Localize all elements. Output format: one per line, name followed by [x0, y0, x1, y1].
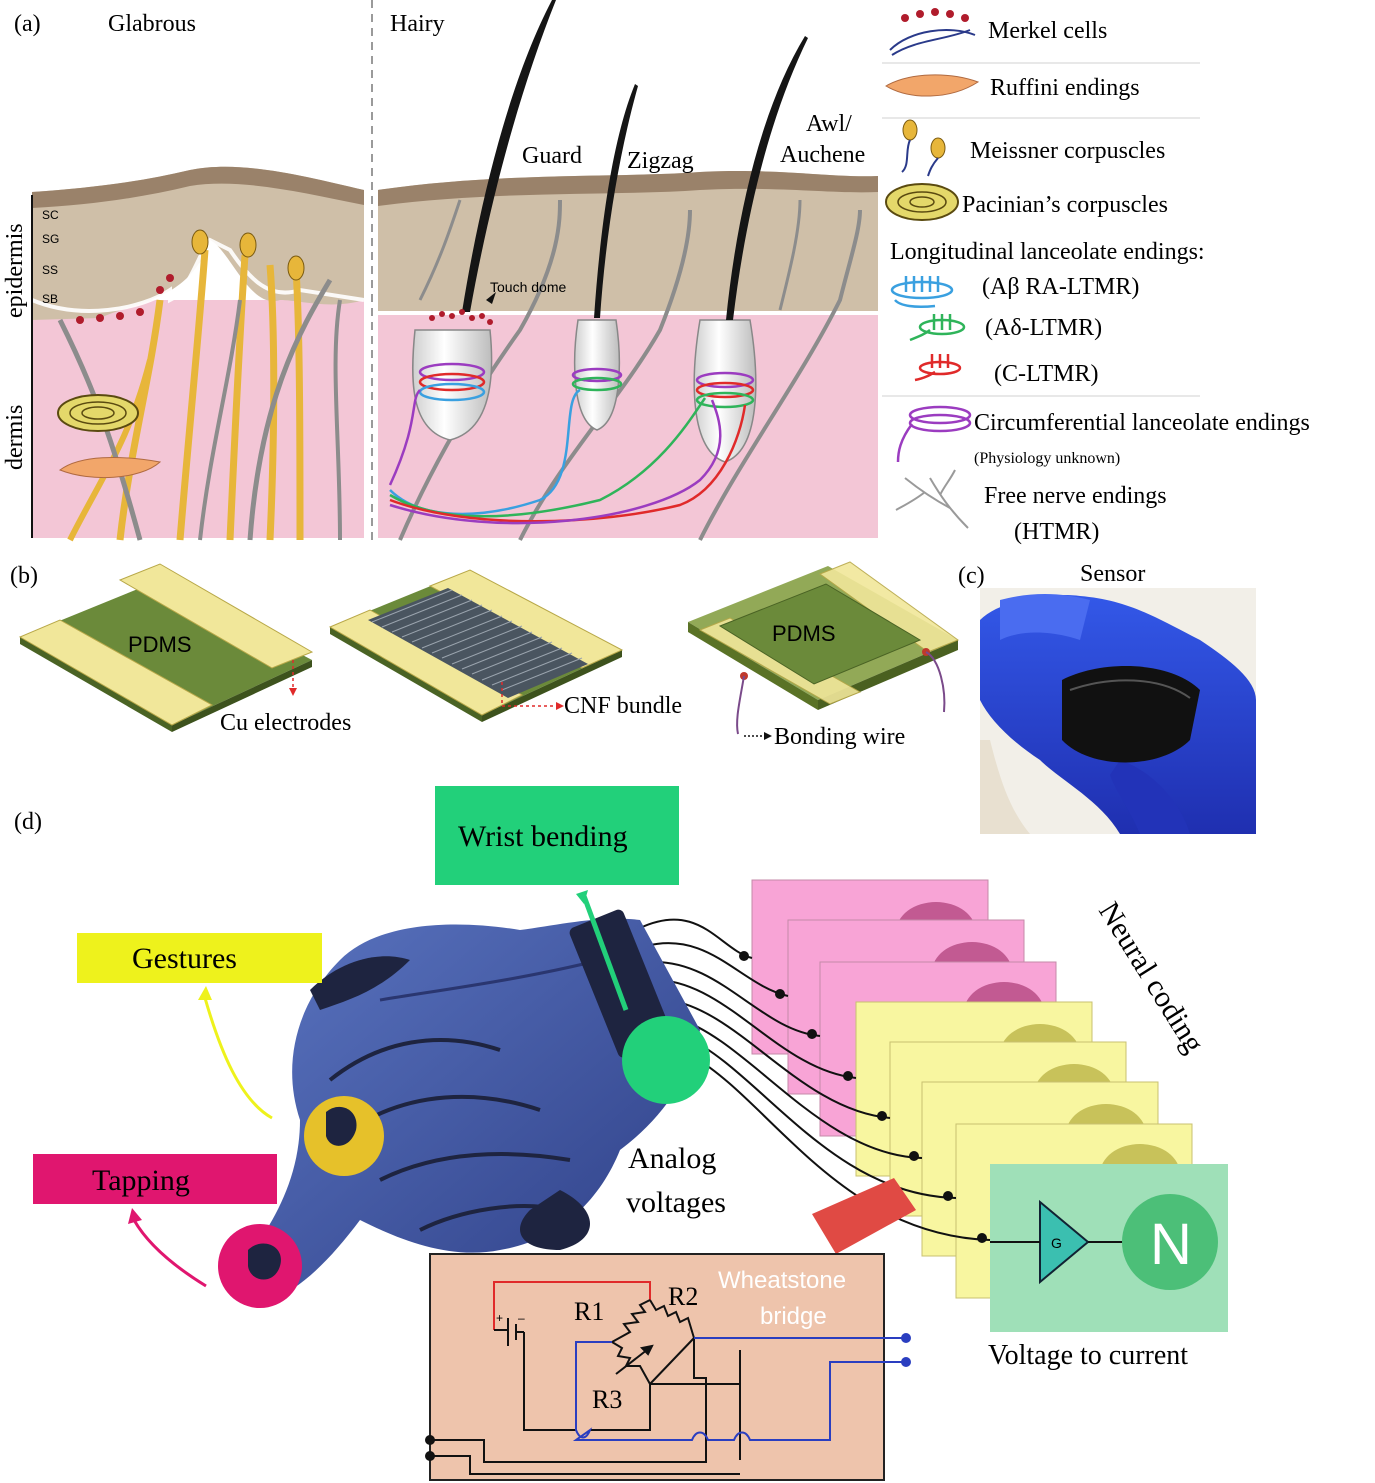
panel-b: (b) PDMS Cu electrodes [10, 561, 960, 750]
meissner-corpuscles-icon [901, 119, 946, 177]
r2-label: R2 [668, 1282, 698, 1311]
guard-label: Guard [522, 143, 582, 169]
legend-htmr: (HTMR) [1014, 519, 1099, 545]
pacinian-corpuscles-icon [885, 183, 959, 221]
wire-junction-dots [739, 951, 987, 1243]
sensor-photo [980, 588, 1256, 834]
panel-b-label: (b) [10, 563, 38, 589]
receptor-legend: Merkel cells Ruffini endings Meissner co… [882, 8, 1310, 545]
bridge-resistors [611, 1299, 695, 1385]
voltage-to-current-label: Voltage to current [988, 1340, 1188, 1371]
legend-merkel: Merkel cells [988, 18, 1107, 44]
wrist-bending-label: Wrist bending [458, 820, 628, 853]
pdms-substrate-diagram [18, 563, 314, 732]
r1-label: R1 [574, 1297, 604, 1326]
tapping-arrow [132, 1219, 207, 1288]
panel-a-label: (a) [14, 11, 41, 37]
gestures-arrow [203, 997, 273, 1120]
glove-hand-illustration [246, 890, 701, 1300]
signal-wires [639, 918, 991, 1241]
merkel-cells-icon [889, 8, 976, 56]
layer-sg: SG [42, 232, 59, 246]
panel-c-label: (c) [958, 563, 985, 589]
legend-physiology: (Physiology unknown) [974, 450, 1120, 467]
legend-ruffini: Ruffini endings [990, 75, 1140, 101]
layer-sc: SC [42, 208, 59, 222]
dermis-label: dermis [2, 405, 28, 470]
battery-icon [494, 1318, 524, 1346]
awl-label: Awl/ [806, 111, 852, 137]
layer-sb: SB [42, 292, 58, 306]
legend-circumferential: Circumferential lanceolate endings [974, 410, 1310, 436]
wheatstone-label-2: bridge [760, 1303, 827, 1330]
legend-meissner: Meissner corpuscles [970, 138, 1165, 164]
touch-dome-label: Touch dome [490, 279, 566, 295]
neuron-label: N [1150, 1212, 1192, 1277]
hairy-skin: Touch dome [378, 0, 878, 541]
analog-label-2: voltages [626, 1186, 726, 1219]
wheatstone-label-1: Wheatstone [718, 1267, 846, 1294]
epidermis-label: epidermis [2, 223, 28, 318]
layer-ss: SS [42, 263, 58, 277]
cltmr-ring-icon [914, 354, 962, 382]
legend-pacinian: Pacinian’s corpuscles [962, 192, 1168, 218]
panel-d-label: (d) [14, 809, 42, 835]
panel-c: (c) Sensor [958, 561, 1256, 834]
legend-free-nerve: Free nerve endings [984, 483, 1167, 509]
bonded-sensor-diagram [688, 561, 960, 735]
plus-sign: + [496, 1311, 503, 1325]
ruffini-endings-icon [885, 74, 980, 97]
pdms-label-2: PDMS [772, 621, 836, 646]
abeta-ring-icon [890, 276, 954, 308]
wrist-bending-box [435, 786, 679, 885]
legend-cltmr: (C-LTMR) [994, 361, 1098, 387]
legend-longitudinal: Longitudinal lanceolate endings: [890, 239, 1205, 265]
wrist-sensor-dot [622, 1016, 710, 1104]
wheatstone-bridge-box: + – R1 R2 R3 Wheatstone bridge [425, 1253, 911, 1481]
glabrous-label: Glabrous [108, 11, 196, 37]
pdms-label-1: PDMS [128, 632, 192, 657]
legend-abeta: (Aβ RA-LTMR) [982, 274, 1139, 300]
voltage-to-current-box: G N [990, 1164, 1228, 1332]
glabrous-skin: SC SG SS SB [31, 166, 365, 542]
legend-adelta: (Aδ-LTMR) [985, 315, 1102, 341]
hairy-label: Hairy [390, 11, 445, 37]
cnf-bundle-diagram [328, 569, 624, 722]
cnf-bundle-label: CNF bundle [564, 693, 682, 719]
cu-electrodes-label: Cu electrodes [220, 710, 351, 736]
neural-coding-label: Neural coding [1092, 896, 1210, 1058]
neuron-icon [1122, 1194, 1218, 1290]
tapping-box [33, 1154, 277, 1204]
circumferential-ring-icon [896, 405, 972, 463]
auchene-label: Auchene [780, 142, 865, 168]
bonding-wire-label: Bonding wire [774, 724, 905, 750]
zigzag-label: Zigzag [627, 148, 694, 174]
tapping-label: Tapping [92, 1164, 190, 1197]
gain-label: G [1051, 1235, 1062, 1251]
panel-d: (d) G N Voltage to [14, 786, 1228, 1481]
r3-label: R3 [592, 1385, 622, 1414]
minus-sign: – [518, 1311, 525, 1325]
gestures-label: Gestures [132, 942, 237, 975]
free-nerve-endings-icon [895, 469, 969, 529]
sensor-title: Sensor [1080, 561, 1145, 587]
panel-a: SC SG SS SB epidermis dermis [2, 0, 1310, 545]
sensor-patch-icon [812, 1178, 916, 1254]
gestures-box [77, 933, 322, 983]
adelta-ring-icon [909, 314, 966, 342]
analog-label-1: Analog [628, 1142, 716, 1175]
